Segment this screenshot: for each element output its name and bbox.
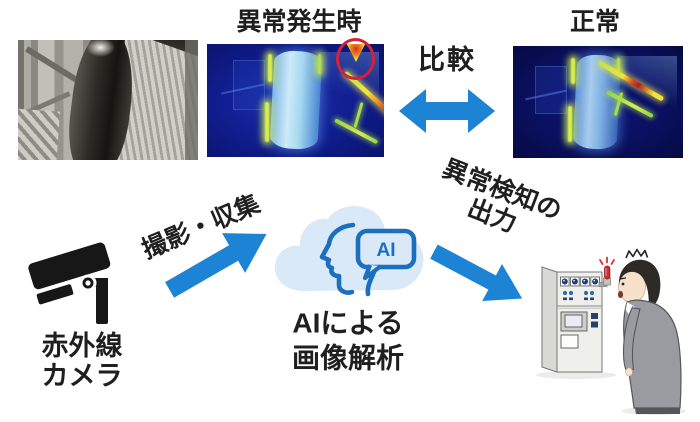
anomaly-image-title: 異常発生時 [236, 8, 362, 36]
anomaly-highlight-circle [336, 38, 375, 80]
thermal-normal-content [513, 46, 683, 158]
operator-arm [622, 307, 641, 372]
control-panel-and-operator [536, 248, 686, 415]
ai-label-line1: AIによる [292, 307, 404, 339]
photo-edge-band [185, 40, 198, 160]
normal-image-title: 正常 [569, 8, 621, 36]
camera-label-line1: 赤外線 [41, 330, 123, 361]
operator-hair [618, 259, 661, 309]
capture-arrow [165, 233, 267, 298]
operator-trousers [635, 408, 680, 414]
alarm-rays [599, 256, 615, 265]
panel-button [591, 321, 598, 328]
photo-grating [18, 108, 60, 160]
thermal-wash [617, 56, 677, 116]
ai-analysis-label: AIによる 画像解析 [292, 306, 404, 375]
thermal-hot-edge [318, 54, 321, 74]
panel-display [560, 311, 588, 332]
cloud-shape [274, 206, 424, 291]
camera-label: 赤外線 カメラ [42, 331, 123, 391]
alarm-light-icon [598, 256, 615, 287]
thermal-image-normal [513, 46, 683, 158]
thermal-pillar [269, 49, 323, 151]
surprised-operator-illustration [617, 248, 682, 414]
ai-label-line2: 画像解析 [291, 342, 405, 373]
surprise-mark [625, 248, 649, 259]
cctv-camera-icon [28, 242, 111, 324]
ai-badge-text: AI [377, 240, 396, 261]
thermal-hot-edge [571, 58, 575, 84]
thermal-hot-edge [265, 102, 269, 142]
operator-eye [621, 282, 625, 286]
compare-double-arrow [399, 89, 495, 133]
camera-label-line2: カメラ [41, 361, 123, 391]
panel-indicators [562, 290, 595, 301]
panel-slot [560, 334, 579, 349]
photo-highlight [86, 40, 116, 57]
control-panel-illustration [541, 256, 615, 373]
panel-button [591, 313, 598, 319]
panel-shadow [536, 371, 616, 379]
equipment-photo [18, 40, 198, 160]
ai-speech-bubble-icon: AI [355, 228, 417, 281]
thermal-hot-edge [617, 58, 620, 76]
operator-hand [625, 367, 633, 377]
thermal-image-anomaly [207, 38, 384, 157]
thermal-hot-edge [268, 54, 272, 82]
operator-eyebrow [619, 277, 627, 280]
output-arrow [430, 244, 523, 302]
panel-gauges [560, 276, 600, 287]
ai-cloud-icon: AI [274, 206, 424, 297]
operator-mouth [617, 290, 624, 299]
thermal-hot-edge [568, 106, 572, 142]
compare-label: 比較 [418, 44, 476, 75]
